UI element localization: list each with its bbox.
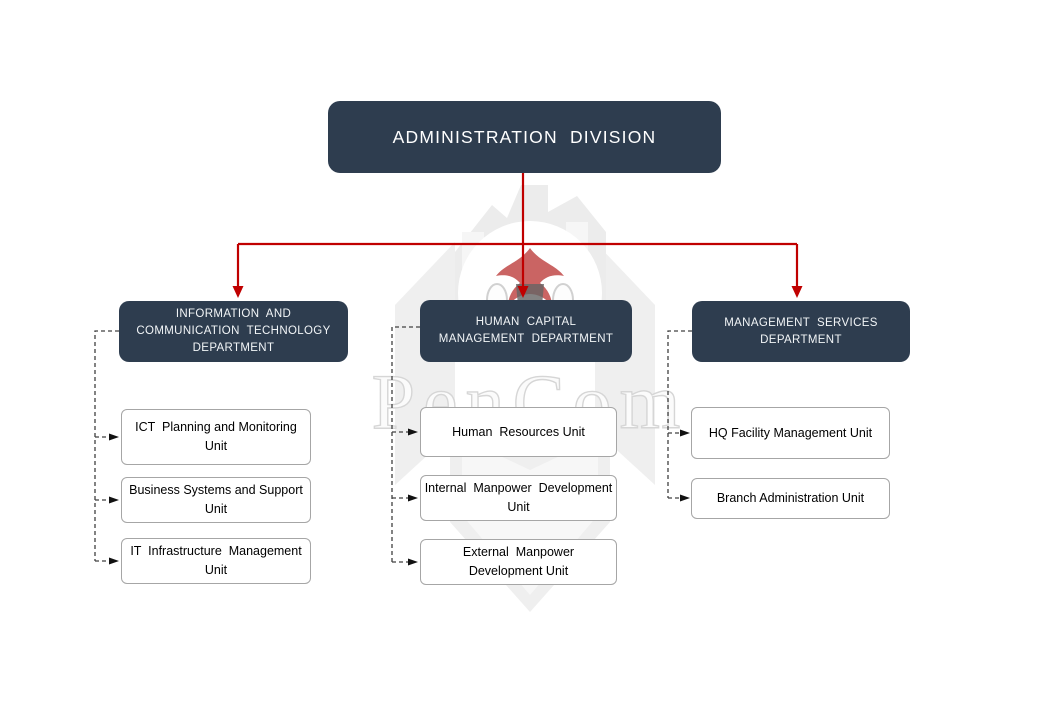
unit-box-branch-administration: Branch Administration Unit bbox=[691, 478, 890, 519]
unit-box-internal-manpower-development: Internal Manpower Development Unit bbox=[420, 475, 617, 521]
unit-label: Branch Administration Unit bbox=[716, 491, 865, 506]
dept-label-hcm: HUMAN CAPITAL MANAGEMENT DEPARTMENT bbox=[438, 316, 614, 345]
arrow-down-icon bbox=[517, 286, 529, 298]
unit-label: Business Systems and Support Unit bbox=[129, 483, 303, 516]
unit-label: External Manpower Development Unit bbox=[462, 545, 575, 578]
unit-label: HQ Facility Management Unit bbox=[708, 425, 873, 440]
unit-box-it-infrastructure-management: IT Infrastructure Management Unit bbox=[121, 538, 311, 584]
unit-label: Human Resources Unit bbox=[452, 424, 585, 439]
dept-box-hcm: HUMAN CAPITAL MANAGEMENT DEPARTMENT bbox=[420, 300, 632, 362]
division-box: ADMINISTRATION DIVISION bbox=[328, 101, 721, 173]
arrow-down-icon bbox=[791, 286, 803, 298]
arrow-right-icon bbox=[109, 433, 119, 441]
unit-box-hq-facility-management: HQ Facility Management Unit bbox=[691, 407, 890, 459]
arrow-right-icon bbox=[408, 428, 418, 436]
arrow-right-icon bbox=[109, 496, 119, 504]
arrow-down-icon bbox=[232, 286, 244, 298]
arrow-right-icon bbox=[109, 557, 119, 565]
arrow-right-icon bbox=[680, 494, 690, 502]
eagle-icon bbox=[496, 248, 564, 306]
arrow-right-icon bbox=[408, 558, 418, 566]
division-title: ADMINISTRATION DIVISION bbox=[392, 126, 657, 147]
dashed-connector-ict bbox=[94, 330, 119, 562]
dept-label-ict: INFORMATION AND COMMUNICATION TECHNOLOGY… bbox=[136, 308, 331, 354]
dept-box-ict: INFORMATION AND COMMUNICATION TECHNOLOGY… bbox=[119, 301, 348, 362]
dashed-connector-msd bbox=[667, 330, 692, 499]
arrow-right-icon bbox=[680, 429, 690, 437]
dashed-arrowheads-ict bbox=[109, 433, 119, 565]
unit-box-external-manpower-development: External Manpower Development Unit bbox=[420, 539, 617, 585]
unit-label: IT Infrastructure Management Unit bbox=[130, 544, 302, 577]
red-arrowheads bbox=[232, 286, 803, 298]
dashed-arrowheads-hcm bbox=[408, 428, 418, 566]
unit-box-human-resources: Human Resources Unit bbox=[420, 407, 617, 457]
unit-label: Internal Manpower Development Unit bbox=[424, 481, 613, 514]
unit-box-business-systems-support: Business Systems and Support Unit bbox=[121, 477, 311, 523]
red-connector bbox=[236, 173, 799, 288]
dashed-arrowheads-msd bbox=[680, 429, 690, 502]
unit-box-ict-planning-monitoring: ICT Planning and Monitoring Unit bbox=[121, 409, 311, 465]
unit-label: ICT Planning and Monitoring Unit bbox=[135, 420, 297, 453]
arrow-right-icon bbox=[408, 494, 418, 502]
dashed-connector-hcm bbox=[391, 326, 420, 563]
dept-label-msd: MANAGEMENT SERVICES DEPARTMENT bbox=[724, 316, 878, 346]
dept-box-msd: MANAGEMENT SERVICES DEPARTMENT bbox=[692, 301, 910, 362]
